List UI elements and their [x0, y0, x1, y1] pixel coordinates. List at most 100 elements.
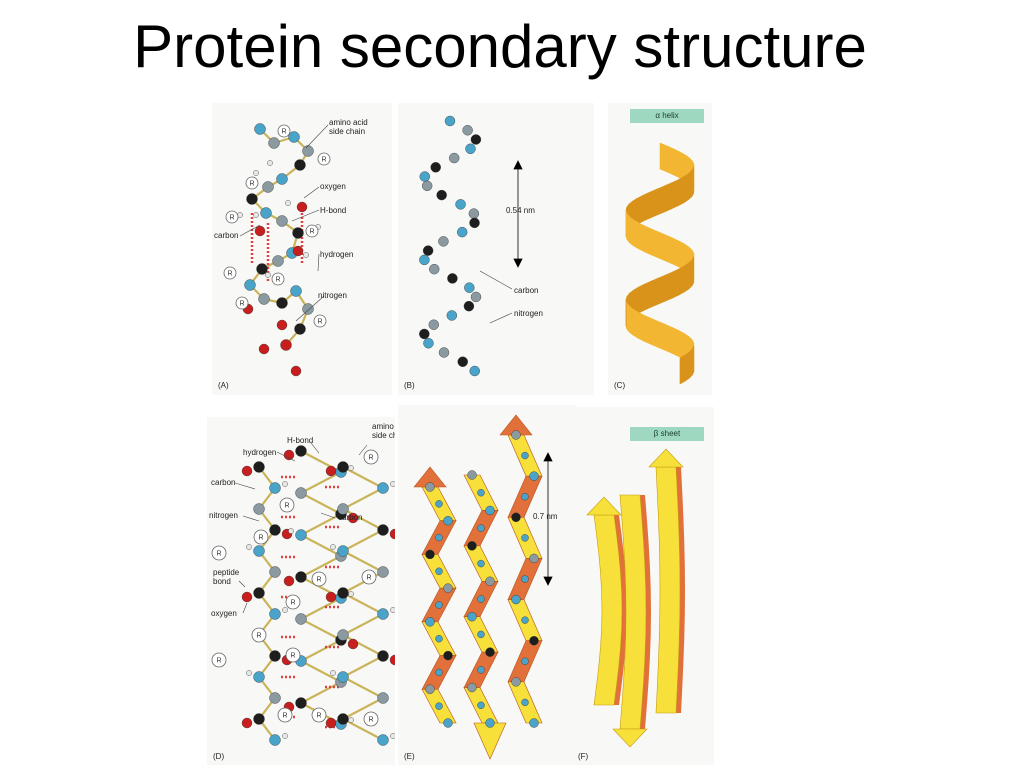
helix-ribbon-segment	[637, 311, 644, 342]
nitrogen-atom	[477, 559, 485, 568]
oxygen-atom	[241, 717, 253, 729]
alpha-carbon-atom	[377, 566, 389, 578]
nitrogen-atom	[423, 338, 434, 349]
panel-f-tag: β sheet	[630, 427, 704, 441]
carbon-atom	[246, 193, 258, 205]
hydrogen-atom	[282, 607, 288, 613]
alpha-carbon-atom	[262, 181, 274, 193]
hydrogen-atom	[348, 465, 354, 471]
panel-d-letter: (D)	[213, 752, 224, 761]
nitrogen-atom	[295, 529, 307, 541]
nitrogen-atom	[521, 616, 529, 624]
nitrogen-atom	[485, 718, 495, 728]
alpha-carbon-atom	[511, 677, 521, 687]
nitrogen-atom	[477, 630, 485, 639]
helix-ribbon-segment	[632, 308, 638, 339]
nitrogen-atom	[521, 493, 529, 501]
sheet-arrowhead	[586, 496, 622, 516]
carbon-atom	[276, 297, 288, 309]
nitrogen-atom	[377, 482, 389, 494]
carbon-atom	[511, 512, 521, 522]
r-group-label: R	[284, 503, 289, 510]
label-d-carbon-left: carbon	[211, 478, 235, 487]
nitrogen-atom	[443, 718, 453, 728]
helix-ribbon-segment	[657, 320, 666, 351]
helix-ribbon-segment	[650, 317, 658, 348]
r-group-label: R	[249, 181, 254, 188]
alpha-carbon-atom	[467, 682, 477, 693]
nitrogen-atom	[457, 226, 468, 238]
carbon-atom	[430, 162, 441, 173]
nitrogen-atom	[244, 279, 256, 291]
oxygen-atom	[283, 575, 295, 587]
r-group-label: R	[368, 717, 373, 724]
carbon-atom	[463, 300, 475, 312]
carbon-atom	[377, 650, 389, 662]
r-group-circle	[279, 497, 295, 513]
label-d-carbon-right: carbon	[338, 513, 362, 522]
alpha-carbon-atom	[428, 319, 439, 330]
r-group-circle	[285, 594, 301, 610]
panel-c-svg: (C)	[614, 142, 695, 390]
helix-ribbon-segment	[663, 182, 672, 213]
r-group-label: R	[258, 535, 263, 542]
panel-a-letter: (A)	[218, 381, 229, 390]
nitrogen-atom	[521, 575, 529, 583]
carbon-atom	[269, 524, 281, 536]
carbon-atom	[485, 647, 495, 657]
label-d-hydrogen: hydrogen	[243, 448, 276, 457]
r-group-circle	[363, 711, 379, 727]
label-b-nitrogen: nitrogen	[514, 309, 543, 318]
helix-ribbon-segment	[642, 191, 651, 222]
hydrogen-atom	[390, 607, 395, 613]
carbon-atom	[337, 713, 349, 725]
hydrogen-atom	[288, 528, 294, 534]
helix-ribbon-segment	[664, 323, 673, 354]
r-group-circle	[253, 529, 269, 545]
helix-ribbon-segment	[650, 277, 659, 308]
helix-ribbon-segment	[657, 274, 666, 305]
hydrogen-atom	[246, 670, 252, 676]
helix-ribbon-segment	[665, 271, 673, 302]
oxygen-atom	[325, 591, 337, 603]
helix-ribbon-segment	[649, 188, 658, 219]
nitrogen-atom	[521, 534, 529, 542]
nitrogen-atom	[260, 207, 272, 219]
helix-ribbon-segment	[678, 265, 685, 296]
carbon-atom	[425, 549, 435, 560]
r-group-label: R	[256, 633, 261, 640]
r-group-label: R	[316, 577, 321, 584]
nitrogen-atom	[435, 533, 443, 542]
label-d-peptide-bond-2: bond	[213, 577, 231, 586]
panel-f-sheet-arrows: (F) β sheet	[572, 407, 714, 765]
label-a-side-chain-1: amino acid	[329, 118, 368, 127]
alpha-carbon-atom	[302, 145, 314, 157]
nitrogen-atom	[288, 131, 300, 143]
hydrogen-atom	[267, 160, 273, 166]
alpha-carbon-atom	[462, 125, 473, 136]
nitrogen-atom	[435, 668, 443, 677]
alpha-carbon-atom	[425, 684, 435, 694]
strand-backbone	[298, 450, 344, 725]
nitrogen-atom	[477, 701, 485, 709]
hydrogen-atom	[282, 733, 288, 739]
nitrogen-atom	[253, 545, 265, 557]
nitrogen-atom	[465, 143, 476, 154]
oxygen-atom	[290, 365, 302, 377]
label-e-distance: 0.7 nm	[533, 512, 558, 521]
nitrogen-atom	[276, 173, 288, 185]
panel-e-letter: (E)	[404, 752, 415, 761]
helix-ribbon-segment	[644, 225, 652, 256]
label-d-oxygen: oxygen	[211, 609, 237, 618]
alpha-carbon-atom	[337, 629, 349, 641]
helix-ribbon-segment	[626, 212, 630, 244]
nitrogen-atom	[337, 545, 349, 557]
nitrogen-atom	[419, 254, 430, 266]
label-a-oxygen: oxygen	[320, 182, 346, 191]
nitrogen-atom	[253, 671, 265, 683]
hydrogen-atom	[253, 170, 259, 176]
r-group-label: R	[227, 271, 232, 278]
r-group-circle	[277, 707, 293, 723]
label-a-side-chain-2: side chain	[329, 127, 365, 136]
